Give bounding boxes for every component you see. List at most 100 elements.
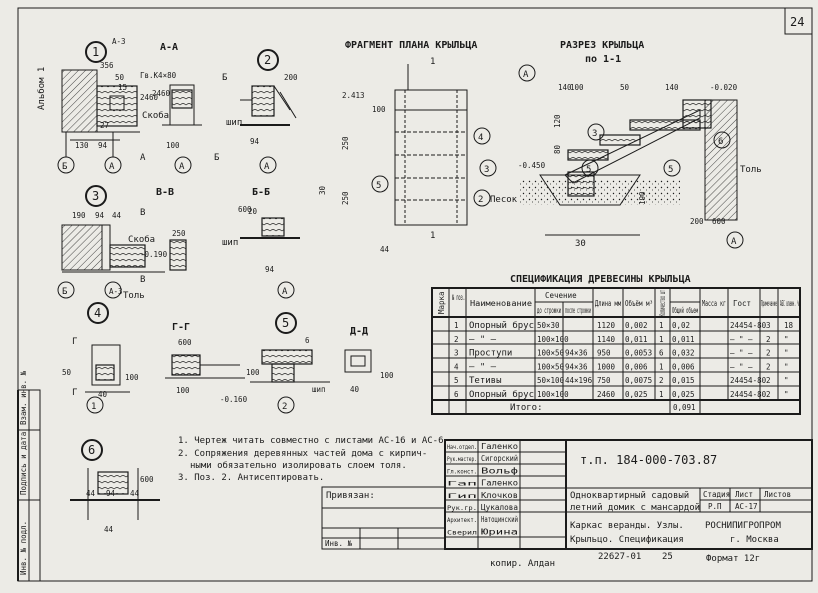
- spec-cell-before: 100×50: [537, 362, 565, 371]
- spec-cell-note: 2: [766, 349, 771, 358]
- title-block: Привязан: Инв. № Нач.отдел.ГаленкоРук.ма…: [321, 439, 813, 550]
- spec-cell-after: 44×196: [565, 376, 593, 385]
- hdr-gost: Гост: [733, 299, 751, 308]
- spec-cell-note: 2: [766, 390, 771, 399]
- dim-7-d6: 600: [140, 475, 154, 484]
- section-subtitle: по 1-1: [585, 54, 621, 65]
- spec-cell-qty: 1: [659, 362, 664, 371]
- spec-cell-qty: 2: [659, 376, 664, 385]
- sheet-label: Лист: [735, 490, 753, 499]
- spec-cell-abs: 18: [784, 321, 794, 330]
- spec-cell-volume: 0,0075: [625, 376, 652, 385]
- dim-140-sec-b: 80: [553, 144, 562, 154]
- stage-value: Р.П: [708, 502, 722, 511]
- cut-b-top: Б: [222, 73, 227, 83]
- dim-250-plan-b: 250: [341, 191, 350, 205]
- dim-100-d4: 100: [125, 373, 139, 382]
- detail-5: 5 6 100 шип 2 Д-Д 40 100: [246, 312, 394, 414]
- spec-cell-total: 0,032: [672, 349, 695, 358]
- spec-cell-total: 0,006: [672, 362, 695, 371]
- hdr-sec-before: до строжки: [537, 306, 561, 315]
- detail-1: 1 А-А А-3 356 50 15 27 130 94 Гв.К4×80 2…: [57, 37, 202, 174]
- spec-table: СПЕЦИФИКАЦИЯ ДРЕВЕСИНЫ КРЫЛЬЦА Марка № п…: [431, 274, 801, 415]
- dim-44-d3: 44: [112, 211, 122, 220]
- level-0190: -0.190: [140, 250, 168, 259]
- hdr-sec-after: после строжки: [565, 306, 591, 315]
- cut-g-top: Г: [72, 337, 77, 347]
- detail-3-number: 3: [92, 189, 99, 203]
- dim-356: 356: [100, 61, 114, 70]
- callout-5b-sec: 5: [668, 165, 673, 175]
- person-role: Нач.отдел.: [447, 444, 477, 451]
- dim-150-sec: 190: [638, 191, 647, 205]
- bottom-number: 25: [662, 552, 673, 562]
- dim-140-sec-a: 120: [553, 114, 562, 128]
- spec-cell-abs: ": [784, 349, 789, 358]
- cut-a: А: [140, 153, 146, 163]
- project-line-2: летний домик с мансардой: [570, 503, 700, 513]
- spec-cell-length: 1140: [597, 335, 616, 344]
- person-name: Галенко: [481, 442, 519, 451]
- dim-250-sec-b: 50: [620, 83, 630, 92]
- spec-cell-abs: ": [784, 362, 789, 371]
- hdr-qty: Количество шт: [658, 290, 667, 316]
- label-a3: А-3: [112, 37, 126, 46]
- spec-cell-total: 0,011: [672, 335, 695, 344]
- person-name: Галенко: [481, 479, 519, 488]
- spec-cell-gost: 24454-80: [730, 376, 767, 385]
- spec-cell-length: 950: [597, 349, 611, 358]
- spec-cell-pos: 5: [454, 376, 459, 385]
- person-name: Клочков: [481, 491, 518, 500]
- axis-a-plan: А: [523, 70, 529, 80]
- spec-cell-length: 2460: [597, 390, 616, 399]
- dim-44-plan: 44: [380, 245, 390, 254]
- hdr-pos: № поз.: [452, 293, 465, 302]
- callout-2-plan: 2: [478, 195, 483, 205]
- spec-cell-pos: 2: [454, 335, 459, 344]
- label-tenon-d5: шип: [312, 385, 326, 394]
- spec-cell-after: 94×36: [565, 362, 588, 371]
- side-stamp: Взам. инв. № Подпись и дата Инв. № подл.: [17, 370, 41, 582]
- axis-a3-3: А-3: [109, 287, 123, 296]
- sheet-value: АС-17: [735, 502, 758, 511]
- person-name: Сигорский: [481, 454, 518, 463]
- label-sand: Песок: [490, 195, 518, 205]
- sheet-frame: [17, 7, 813, 582]
- dim-94: 94: [98, 141, 108, 150]
- dim-600-plan: 30: [318, 185, 327, 195]
- axis-b-1: Б: [62, 162, 67, 172]
- detail-2: 2 Б шип 94 А Б 200: [214, 49, 298, 174]
- hdr-volume: Объём м³: [625, 299, 653, 308]
- spec-cell-abs: ": [784, 390, 789, 399]
- spec-cell-abs: ": [784, 335, 789, 344]
- cut-1-top: 1: [430, 57, 435, 67]
- note-3: 3. Поз. 2. Антисептировать.: [178, 473, 324, 483]
- dim-250-sec-a: 100: [570, 83, 584, 92]
- dim-2460: 2460: [140, 93, 159, 102]
- bottom-code: 22627-01: [598, 552, 641, 562]
- album-label: Альбом 1: [36, 67, 47, 110]
- dim-44-d6c: 44: [104, 525, 114, 534]
- spec-title: СПЕЦИФИКАЦИЯ ДРЕВЕСИНЫ КРЫЛЬЦА: [510, 274, 691, 285]
- dim-100-dd: 100: [380, 371, 394, 380]
- dim-250-plan-a: 250: [341, 136, 350, 150]
- spec-cell-length: 1120: [597, 321, 616, 330]
- callout-5-sec: 5: [586, 165, 591, 175]
- axis-a-sec: А: [731, 237, 737, 247]
- hdr-note: Примечание: [761, 299, 777, 308]
- detail-6: 6 600 44 94 44 44: [70, 439, 160, 534]
- spec-cell-pos: 4: [454, 362, 459, 371]
- label-6-d5: 6: [305, 336, 310, 345]
- dim-94-bb: 600: [238, 205, 252, 214]
- spec-cell-gost: 24454-80: [730, 390, 767, 399]
- label-staple-d3: Скоба: [128, 234, 155, 245]
- dim-3-d2: 200: [284, 73, 298, 82]
- label-tenon-bb: шип: [222, 238, 238, 248]
- person-role: Сверил: [447, 529, 478, 536]
- spec-cell-qty: 1: [659, 321, 664, 330]
- plan-title: ФРАГМЕНТ ПЛАНА КРЫЛЬЦА: [345, 40, 477, 51]
- callout-6-sec: 6: [718, 137, 723, 147]
- spec-cell-before: 100×100: [537, 335, 569, 344]
